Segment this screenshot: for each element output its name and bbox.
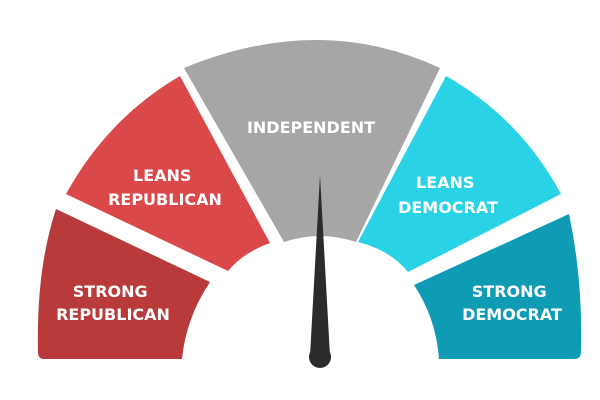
label-leans-republican: LEANS REPUBLICAN — [108, 166, 222, 209]
segment-leans-republican — [66, 76, 270, 271]
segment-strong-democrat — [414, 214, 582, 359]
needle-hub — [309, 346, 331, 368]
label-leans-democrat: LEANS DEMOCRAT — [398, 173, 498, 217]
needle-shaft — [310, 175, 330, 356]
segment-leans-democrat — [358, 76, 561, 272]
label-strong-democrat: STRONG DEMOCRAT — [462, 282, 562, 324]
label-strong-republican: STRONG REPUBLICAN — [56, 282, 170, 324]
label-independent: INDEPENDENT — [247, 118, 375, 137]
segment-independent — [184, 40, 440, 242]
segment-strong-republican — [37, 209, 211, 359]
gauge-needle — [309, 175, 331, 368]
